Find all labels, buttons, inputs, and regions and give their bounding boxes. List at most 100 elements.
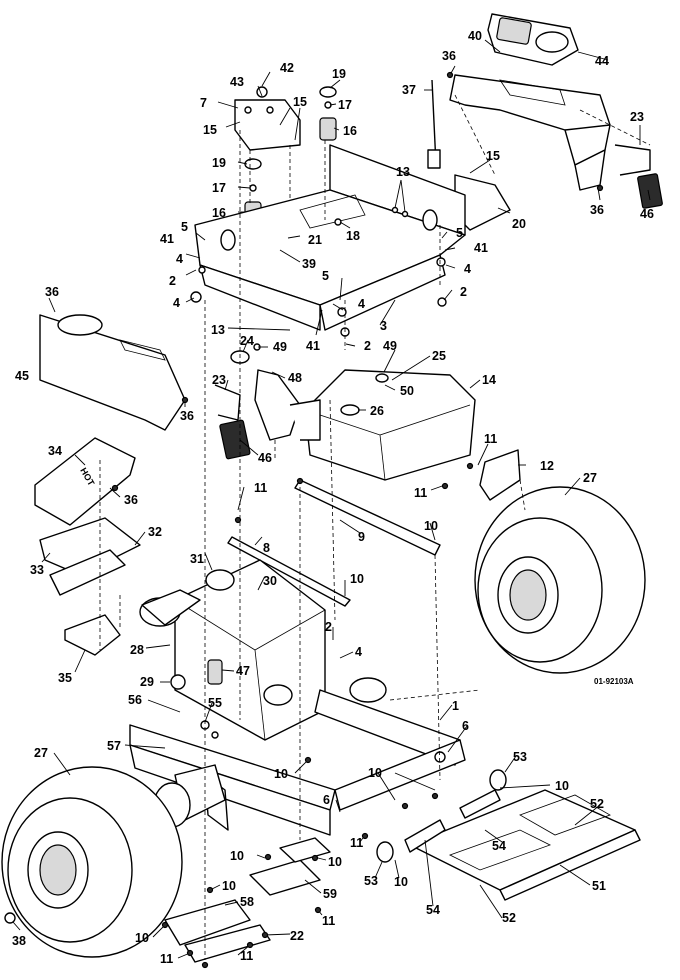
- callout-4e: 4: [355, 645, 362, 659]
- callout-36a: 36: [442, 49, 456, 63]
- callout-32: 32: [148, 525, 162, 539]
- callout-10g: 10: [230, 849, 244, 863]
- callout-4a: 4: [176, 252, 183, 266]
- callout-11b: 11: [414, 486, 427, 500]
- callout-47: 47: [236, 664, 250, 678]
- callout-13a: 13: [396, 165, 410, 179]
- callout-11d: 11: [350, 836, 363, 850]
- callout-6a: 6: [462, 719, 469, 733]
- callout-30: 30: [263, 574, 277, 588]
- mount-plate-58: [164, 899, 251, 946]
- callout-11e: 11: [322, 914, 335, 928]
- rear-wheel-right: [474, 486, 646, 674]
- rod-bracket: [427, 149, 441, 169]
- callout-15b: 15: [203, 123, 217, 137]
- callout-53b: 53: [364, 874, 378, 888]
- callout-36e: 36: [124, 493, 138, 507]
- callout-8: 8: [263, 541, 270, 555]
- callout-19b: 19: [212, 156, 226, 170]
- foot-pad-left: [219, 419, 251, 460]
- small-fasteners: [111, 71, 604, 969]
- cupholder-tray: [487, 13, 579, 66]
- callout-44: 44: [595, 54, 609, 68]
- callout-2c: 2: [364, 339, 371, 353]
- callout-48: 48: [288, 371, 302, 385]
- callout-7: 7: [200, 96, 207, 110]
- callout-46b: 46: [258, 451, 272, 465]
- rear-wheel-left: [1, 766, 183, 958]
- callout-49b: 49: [383, 339, 397, 353]
- footrest-plate: [409, 789, 641, 901]
- callout-10j: 10: [135, 931, 149, 945]
- callout-46a: 46: [640, 207, 654, 221]
- callout-41c: 41: [474, 241, 488, 255]
- callout-41b: 41: [306, 339, 320, 353]
- callout-28: 28: [130, 643, 144, 657]
- support-bar-8: [227, 536, 351, 607]
- callout-10i: 10: [222, 879, 236, 893]
- callout-41a: 41: [160, 232, 174, 246]
- spring-assembly-right: [319, 86, 337, 141]
- callout-33: 33: [30, 563, 44, 577]
- callout-17b: 17: [212, 181, 226, 195]
- callout-10a: 10: [424, 519, 438, 533]
- callout-2d: 2: [325, 620, 332, 634]
- callout-59: 59: [323, 887, 337, 901]
- callout-10e: 10: [555, 779, 569, 793]
- mount-plate-59: [249, 859, 321, 896]
- callout-11c: 11: [254, 481, 267, 495]
- callout-15a: 15: [293, 95, 307, 109]
- muffler-plate-33: [49, 549, 126, 596]
- assembly-guide-lines: [99, 94, 651, 960]
- callout-57: 57: [107, 739, 121, 753]
- callout-55: 55: [208, 696, 222, 710]
- callout-52b: 52: [502, 911, 516, 925]
- callout-49a: 49: [273, 340, 287, 354]
- callout-4c: 4: [464, 262, 471, 276]
- engine: [174, 559, 326, 741]
- callout-23b: 23: [212, 373, 226, 387]
- callout-10d: 10: [368, 766, 382, 780]
- handle-left: [214, 384, 241, 421]
- muffler: [139, 569, 235, 627]
- callout-17a: 17: [338, 98, 352, 112]
- callout-27a: 27: [583, 471, 597, 485]
- callout-11g: 11: [240, 949, 253, 963]
- callout-13b: 13: [211, 323, 225, 337]
- callout-5b: 5: [456, 226, 463, 240]
- callout-5c: 5: [322, 269, 329, 283]
- callout-10f: 10: [394, 875, 408, 889]
- callout-15c: 15: [486, 149, 500, 163]
- callout-37: 37: [402, 83, 416, 97]
- callout-23a: 23: [630, 110, 644, 124]
- mount-plate-22: [184, 924, 271, 963]
- callout-2b: 2: [460, 285, 467, 299]
- callout-45: 45: [15, 369, 29, 383]
- callout-26: 26: [370, 404, 384, 418]
- callout-11f: 11: [160, 952, 173, 966]
- callout-22: 22: [290, 929, 304, 943]
- callout-leaders: [12, 39, 651, 959]
- callout-58: 58: [240, 895, 254, 909]
- callout-21: 21: [308, 233, 322, 247]
- callout-56: 56: [128, 693, 142, 707]
- engine-plug-29: [170, 674, 186, 690]
- callout-4b: 4: [173, 296, 180, 310]
- callout-35: 35: [58, 671, 72, 685]
- drawing-code: 01-92103A: [594, 677, 634, 686]
- tank-bracket: [479, 449, 521, 501]
- callout-18: 18: [346, 229, 360, 243]
- control-panel-plate: [234, 86, 301, 151]
- callout-29: 29: [140, 675, 154, 689]
- callout-51: 51: [592, 879, 606, 893]
- callout-40: 40: [468, 29, 482, 43]
- callout-20: 20: [512, 217, 526, 231]
- callout-27b: 27: [34, 746, 48, 760]
- callout-5a: 5: [181, 220, 188, 234]
- callout-11a: 11: [484, 432, 497, 446]
- callout-1: 1: [452, 699, 459, 713]
- callout-34: 34: [48, 444, 62, 458]
- callout-2a: 2: [169, 274, 176, 288]
- mount-plate-small: [279, 837, 331, 863]
